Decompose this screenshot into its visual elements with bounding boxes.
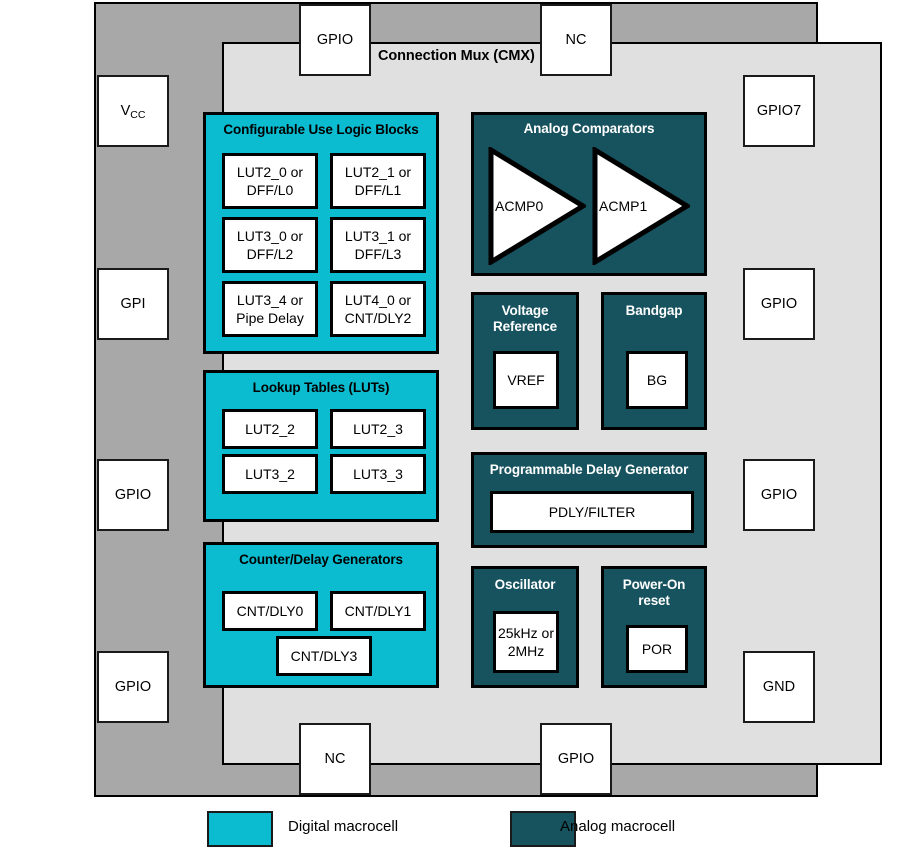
group-title: Power-On reset: [622, 577, 686, 608]
cell-vref[interactable]: VREF: [493, 351, 559, 409]
pin-label: VCC: [120, 103, 146, 121]
pin-label: GPIO: [114, 679, 152, 695]
pin-label: GPIO: [557, 751, 595, 767]
cell-lut3-0[interactable]: LUT3_0 or DFF/L2: [222, 217, 318, 273]
cell-cnt-dly0[interactable]: CNT/DLY0: [222, 591, 318, 631]
pin-label: GND: [762, 679, 796, 695]
pin-right-gpio-2[interactable]: GPIO: [743, 459, 815, 531]
pin-label: GPIO7: [756, 103, 802, 119]
group-title: Configurable Use Logic Blocks: [223, 122, 419, 137]
group-analog-comparators: Analog Comparators ACMP0 ACMP1: [471, 112, 707, 276]
comparator-acmp0[interactable]: ACMP0: [488, 147, 586, 265]
group-title: Bandgap: [625, 303, 683, 318]
cell-cnt-dly3[interactable]: CNT/DLY3: [276, 636, 372, 676]
cell-oscillator-freq[interactable]: 25kHz or 2MHz: [493, 611, 559, 673]
pin-label: NC: [324, 751, 346, 767]
group-voltage-reference: Voltage Reference VREF: [471, 292, 579, 430]
comparator-label: ACMP1: [599, 198, 648, 214]
cell-por[interactable]: POR: [626, 625, 688, 673]
group-oscillator: Oscillator 25kHz or 2MHz: [471, 566, 579, 688]
pin-top-nc[interactable]: NC: [540, 4, 612, 76]
cell-lut3-2[interactable]: LUT3_2: [222, 454, 318, 494]
group-bandgap: Bandgap BG: [601, 292, 707, 430]
group-title: Lookup Tables (LUTs): [252, 380, 390, 395]
group-title: Analog Comparators: [523, 121, 655, 136]
pin-label: GPI: [120, 296, 146, 312]
group-title: Voltage Reference: [493, 303, 557, 334]
legend-label-digital: Digital macrocell: [288, 818, 399, 835]
cell-lut4-0[interactable]: LUT4_0 or CNT/DLY2: [330, 281, 426, 337]
comparator-acmp1[interactable]: ACMP1: [592, 147, 690, 265]
pin-left-gpi[interactable]: GPI: [97, 268, 169, 340]
pin-label: GPIO: [760, 487, 798, 503]
pin-left-gpio-1[interactable]: GPIO: [97, 459, 169, 531]
group-title: Oscillator: [494, 577, 556, 592]
group-title: Counter/Delay Generators: [239, 552, 403, 567]
cell-lut3-3[interactable]: LUT3_3: [330, 454, 426, 494]
pin-right-gpio7[interactable]: GPIO7: [743, 75, 815, 147]
pin-right-gpio-1[interactable]: GPIO: [743, 268, 815, 340]
pin-right-gnd[interactable]: GND: [743, 651, 815, 723]
cell-pdly-filter[interactable]: PDLY/FILTER: [490, 491, 694, 533]
group-programmable-delay-generator: Programmable Delay Generator PDLY/FILTER: [471, 452, 707, 548]
group-counter-delay-generators: Counter/Delay Generators CNT/DLY0 CNT/DL…: [203, 542, 439, 688]
connection-mux-label: Connection Mux (CMX): [378, 48, 535, 64]
cell-lut2-0[interactable]: LUT2_0 or DFF/L0: [222, 153, 318, 209]
legend-swatch-analog: [510, 811, 576, 847]
cell-lut3-1[interactable]: LUT3_1 or DFF/L3: [330, 217, 426, 273]
group-title: Programmable Delay Generator: [489, 462, 689, 477]
cell-lut2-2[interactable]: LUT2_2: [222, 409, 318, 449]
pin-left-vcc[interactable]: VCC: [97, 75, 169, 147]
pin-label: GPIO: [316, 32, 354, 48]
legend-swatch-digital: [207, 811, 273, 847]
pin-label: GPIO: [760, 296, 798, 312]
cell-bg[interactable]: BG: [626, 351, 688, 409]
group-lookup-tables: Lookup Tables (LUTs) LUT2_2 LUT2_3 LUT3_…: [203, 370, 439, 522]
cell-lut2-1[interactable]: LUT2_1 or DFF/L1: [330, 153, 426, 209]
pin-label: GPIO: [114, 487, 152, 503]
legend-label-analog: Analog macrocell: [560, 818, 676, 835]
comparator-label: ACMP0: [495, 198, 544, 214]
cell-lut3-4[interactable]: LUT3_4 or Pipe Delay: [222, 281, 318, 337]
pin-bottom-nc[interactable]: NC: [299, 723, 371, 795]
pin-label: NC: [565, 32, 587, 48]
group-configurable-use-logic-blocks: Configurable Use Logic Blocks LUT2_0 or …: [203, 112, 439, 354]
cell-lut2-3[interactable]: LUT2_3: [330, 409, 426, 449]
pin-top-gpio[interactable]: GPIO: [299, 4, 371, 76]
group-power-on-reset: Power-On reset POR: [601, 566, 707, 688]
pin-bottom-gpio[interactable]: GPIO: [540, 723, 612, 795]
cell-cnt-dly1[interactable]: CNT/DLY1: [330, 591, 426, 631]
pin-left-gpio-2[interactable]: GPIO: [97, 651, 169, 723]
